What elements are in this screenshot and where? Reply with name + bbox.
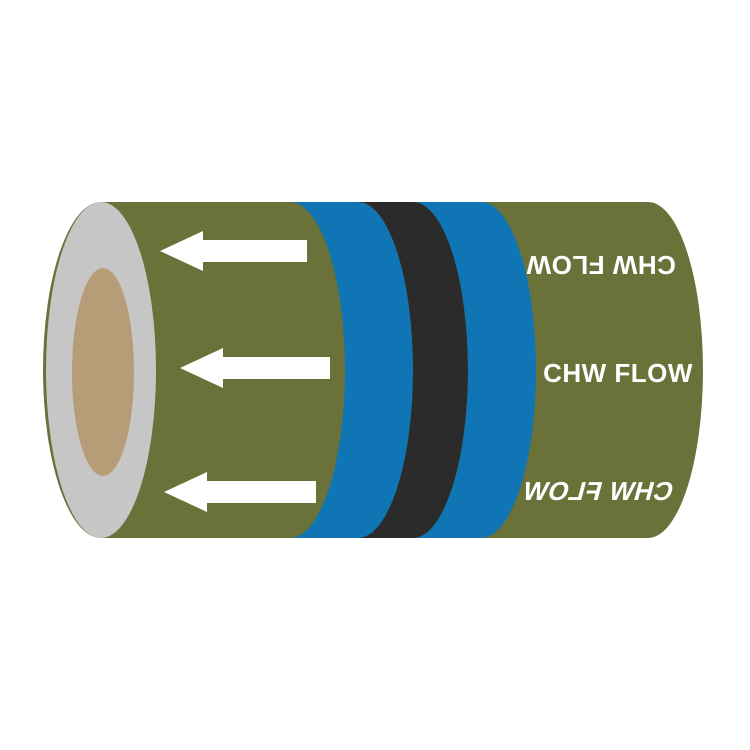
label-bottom-mirrored: CHW FLOW — [519, 476, 677, 505]
band-blue-right — [413, 202, 536, 538]
label-middle: CHW FLOW — [543, 358, 693, 388]
label-top-rotated: CHW FLOW — [526, 250, 676, 280]
flow-arrow-icon-bottom — [164, 472, 316, 512]
flow-arrow-icon-middle — [180, 348, 330, 388]
band-blue-left — [290, 202, 413, 538]
pipe-bore — [72, 268, 134, 476]
band-black-center — [358, 202, 468, 538]
flow-arrow-icon-top — [160, 231, 307, 271]
